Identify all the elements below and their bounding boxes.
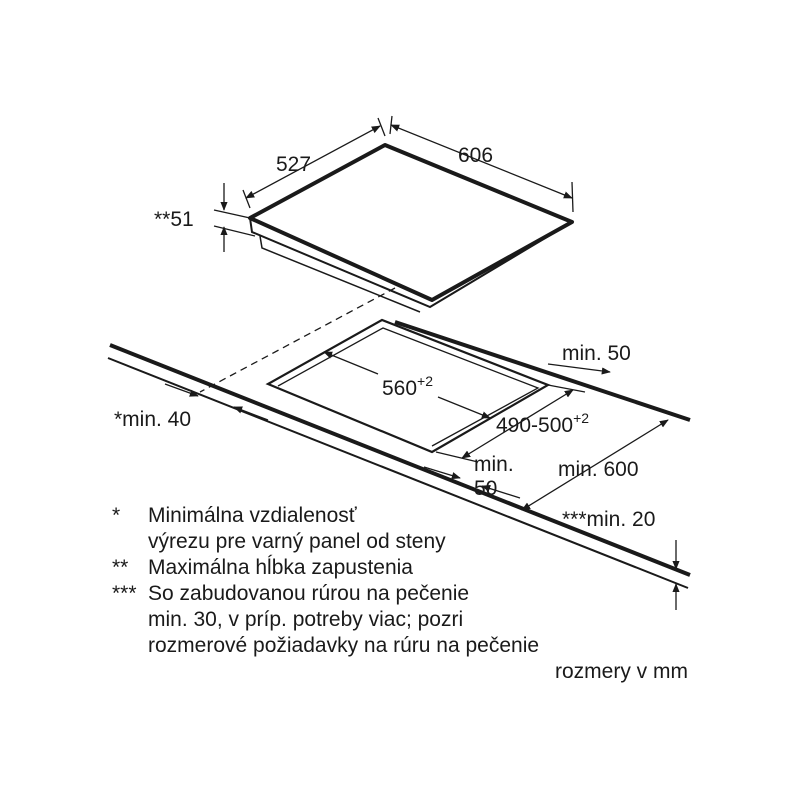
min-back-label: min. 50 — [562, 342, 631, 365]
cutout-width-tolerance: +2 — [417, 373, 433, 389]
note-1-mark: * — [112, 504, 121, 527]
note-3-line-1: So zabudovanou rúrou na pečenie — [148, 582, 470, 605]
max-depth-label: **51 — [154, 208, 194, 231]
min-front-dimension — [423, 466, 521, 499]
wall-reference-line — [199, 287, 396, 393]
note-1-line-2: výrezu pre varný panel od steny — [148, 530, 446, 553]
note-3-mark: *** — [112, 582, 137, 605]
min-wall-label: *min. 40 — [114, 408, 191, 431]
min-front-label-2: 50 — [474, 477, 497, 500]
min-front-label-1: min. — [474, 453, 514, 476]
cutout-width-value: 560 — [382, 377, 417, 400]
hob-width-dimension — [389, 115, 574, 213]
min-below-label: ***min. 20 — [562, 508, 655, 531]
cutout-depth-dimension — [435, 384, 586, 463]
note-3-line-2: min. 30, v príp. potreby viac; pozri — [148, 608, 464, 631]
min-side-label: min. 600 — [558, 458, 639, 481]
hob-depth-dimension — [242, 117, 386, 209]
cutout-depth-value: 490-500 — [496, 414, 573, 437]
max-depth-dimension — [213, 183, 256, 252]
cutout-width-label: 560+2 — [382, 373, 433, 400]
cutout-depth-label: 490-500+2 — [496, 410, 589, 437]
units-note: rozmery v mm — [555, 660, 688, 683]
note-1-line-1: Minimálna vzdialenosť — [148, 504, 357, 527]
cutout-depth-tolerance: +2 — [573, 410, 589, 426]
worktop-drawing — [107, 320, 691, 589]
note-3-line-3: rozmerové požiadavky na rúru na pečenie — [148, 634, 540, 657]
min-back-dimension — [547, 363, 611, 375]
hob-depth-label: 527 — [276, 153, 311, 176]
note-2-mark: ** — [112, 556, 129, 579]
note-2-line-1: Maximálna hĺbka zapustenia — [148, 556, 413, 579]
min-wall-dimension — [164, 383, 269, 421]
min-side-dimension — [521, 419, 669, 511]
hob-width-label: 606 — [458, 144, 493, 167]
